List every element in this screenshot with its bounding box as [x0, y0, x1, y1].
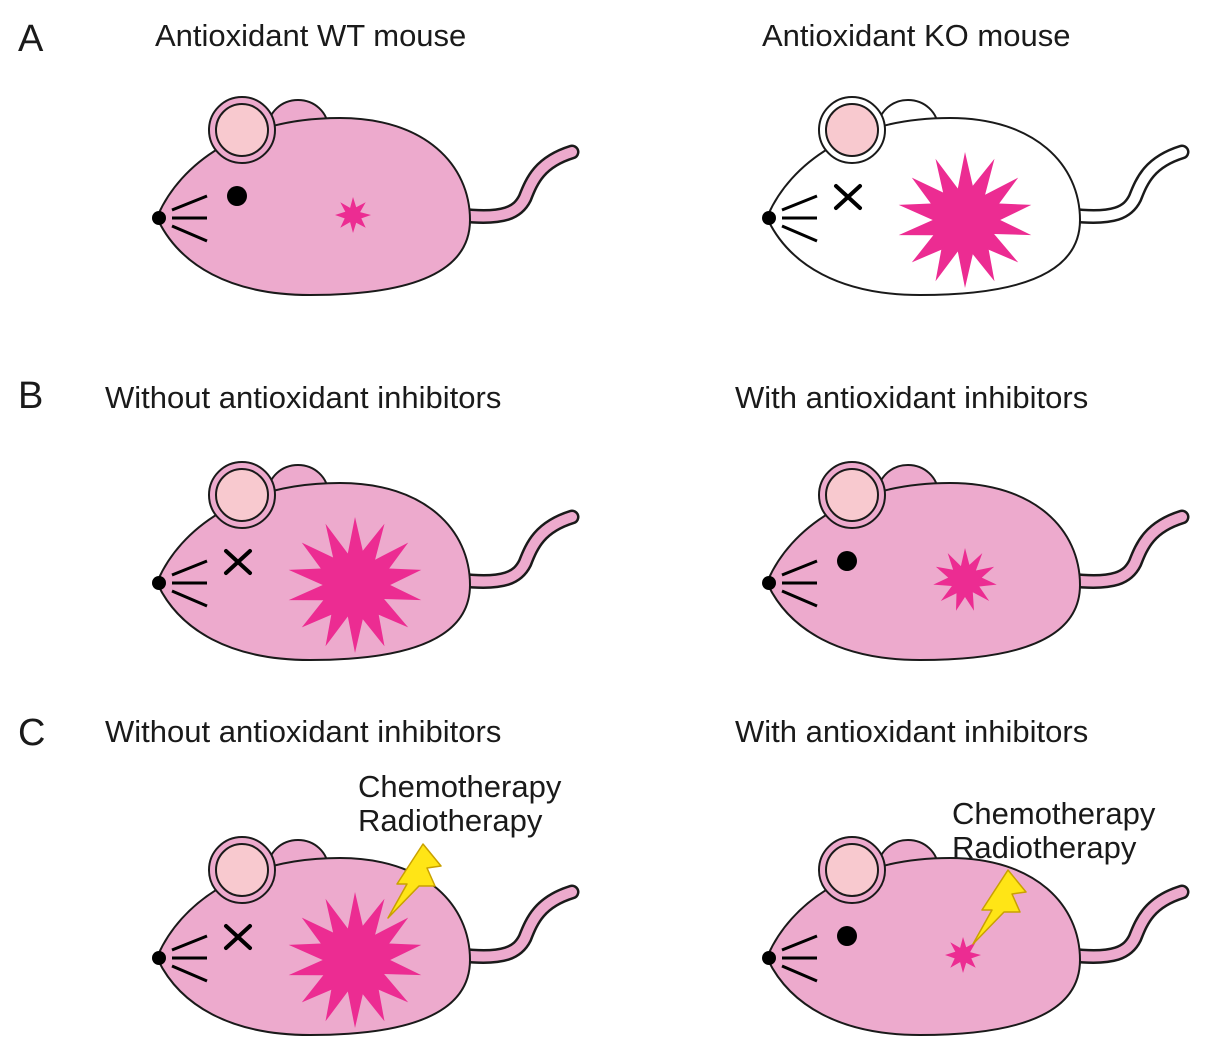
mouse-body — [157, 116, 472, 297]
starburst-icon — [288, 517, 422, 653]
nose — [152, 211, 166, 225]
radiotherapy-label: Radiotherapy — [358, 803, 543, 838]
eye — [837, 926, 857, 946]
whisker — [171, 964, 208, 983]
tail — [455, 512, 577, 587]
mouse-with-inhibitors-therapy — [762, 836, 1190, 1037]
whisker — [171, 559, 208, 577]
panel-a-right-title: Antioxidant KO mouse — [762, 18, 1071, 53]
chemotherapy-label: Chemotherapy — [952, 796, 1156, 831]
tail — [1065, 147, 1187, 222]
whisker — [171, 934, 208, 952]
panel-c-left-title: Without antioxidant inhibitors — [105, 714, 502, 749]
panel-letter-c: C — [18, 712, 46, 754]
mouse-with-inhibitors — [762, 461, 1190, 662]
panel-letter-a: A — [18, 18, 44, 60]
front-ear-inner — [215, 468, 269, 522]
mouse-wt — [152, 96, 580, 297]
tail — [1065, 887, 1187, 962]
whisker — [781, 224, 818, 243]
front-ear-inner — [825, 468, 879, 522]
whisker — [781, 964, 818, 983]
x-eye-icon — [224, 549, 252, 575]
starburst-icon — [288, 892, 422, 1028]
eye — [837, 551, 857, 571]
x-eye-icon — [834, 184, 862, 210]
lightning-bolt-icon — [972, 869, 1027, 945]
eye — [227, 186, 247, 206]
radiotherapy-label: Radiotherapy — [952, 830, 1137, 865]
whisker — [781, 589, 818, 608]
panel-c-left-therapy-label: Chemotherapy Radiotherapy — [358, 770, 561, 838]
nose — [762, 951, 776, 965]
mouse-without-inhibitors — [152, 461, 580, 662]
panel-a-left-title: Antioxidant WT mouse — [155, 18, 467, 53]
panel-c-right-title: With antioxidant inhibitors — [735, 714, 1089, 749]
whisker — [781, 934, 818, 952]
tail — [1065, 512, 1187, 587]
nose — [762, 211, 776, 225]
panel-letter-b: B — [18, 375, 44, 417]
starburst-icon — [335, 197, 371, 233]
whisker — [171, 194, 208, 212]
mouse-without-inhibitors-therapy — [152, 836, 580, 1037]
mouse-body — [767, 856, 1082, 1037]
whisker — [781, 559, 818, 577]
nose — [152, 576, 166, 590]
nose — [152, 951, 166, 965]
whisker — [171, 224, 208, 243]
x-eye-icon — [224, 924, 252, 950]
whisker — [781, 194, 818, 212]
lightning-bolt-icon — [387, 843, 442, 919]
panel-b-left-title: Without antioxidant inhibitors — [105, 380, 502, 415]
panel-b-right-title: With antioxidant inhibitors — [735, 380, 1089, 415]
mouse-ko — [762, 96, 1190, 297]
whisker — [171, 589, 208, 608]
nose — [762, 576, 776, 590]
front-ear-inner — [215, 843, 269, 897]
front-ear-inner — [215, 103, 269, 157]
front-ear-inner — [825, 103, 879, 157]
starburst-icon — [898, 152, 1032, 288]
tail — [455, 147, 577, 222]
panel-c-right-therapy-label: Chemotherapy Radiotherapy — [952, 797, 1155, 865]
tail — [455, 887, 577, 962]
chemotherapy-label: Chemotherapy — [358, 769, 562, 804]
starburst-icon — [945, 937, 981, 973]
starburst-icon — [933, 548, 997, 611]
mouse-body — [767, 481, 1082, 662]
front-ear-inner — [825, 843, 879, 897]
